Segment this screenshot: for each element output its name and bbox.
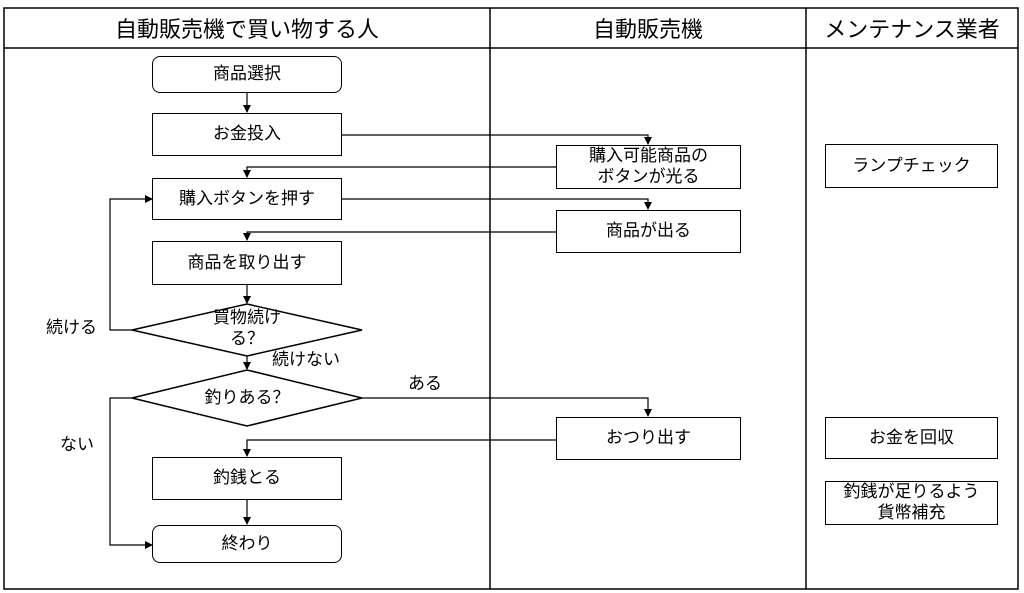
step-take-change: 釣銭とる: [152, 457, 342, 500]
edge-light-press: [243, 166, 556, 178]
decision-change-label: 釣りある？: [204, 388, 290, 408]
step-lamp-check: ランプチェック: [825, 144, 998, 188]
step-select-product: 商品選択: [152, 56, 342, 93]
step-refill-change: 釣銭が足りるよう 貨幣補充: [825, 481, 998, 525]
step-refill-change-line1: 釣銭が足りるよう: [843, 482, 980, 502]
lane-header-buyer: 自動販売機で買い物する人: [114, 18, 379, 43]
edge-label-continue: 続ける: [46, 318, 97, 338]
edge-label-not-continue: 続けない: [272, 350, 340, 370]
lane-header-machine: 自動販売機: [592, 18, 703, 43]
step-buttons-light-line2: ボタンが光る: [597, 167, 700, 187]
step-end: 終わり: [152, 525, 342, 563]
connectors: [109, 93, 652, 549]
decision-continue-line1: 買物続け: [213, 308, 281, 328]
edge-changeout-take: [243, 439, 556, 457]
swimlane-frame: [3, 7, 1019, 590]
lane-header-maintenance: メンテナンス業者: [824, 18, 1000, 43]
edge-label-yes: ある: [408, 374, 442, 394]
step-buttons-light: 購入可能商品の ボタンが光る: [556, 145, 741, 189]
step-insert-money: お金投入: [152, 113, 342, 156]
step-take-product: 商品を取り出す: [152, 241, 342, 285]
edge-change-no: [109, 397, 153, 549]
edge-insert-light: [341, 134, 652, 145]
edge-press-product: [341, 198, 652, 210]
step-press-button: 購入ボタンを押す: [152, 178, 342, 220]
step-collect-money: お金を回収: [825, 417, 998, 459]
decision-continue-diamond: [131, 303, 363, 357]
edge-label-no: ない: [60, 435, 94, 455]
decision-continue-line2: る？: [230, 329, 264, 349]
edge-change-yes: [362, 397, 652, 417]
step-buttons-light-line1: 購入可能商品の: [589, 146, 708, 166]
edge-continue-loop: [109, 195, 153, 331]
step-product-out: 商品が出る: [556, 210, 741, 253]
edge-product-take: [243, 231, 556, 241]
step-change-out: おつり出す: [556, 417, 741, 460]
step-refill-change-line2: 貨幣補充: [877, 503, 946, 523]
